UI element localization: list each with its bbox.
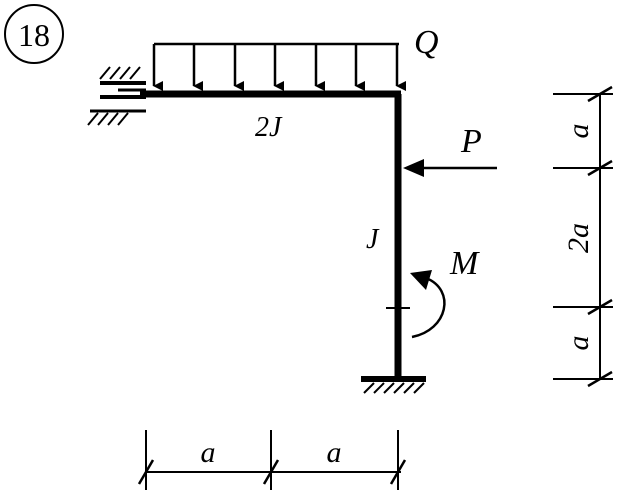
frame-members: [140, 90, 402, 379]
vertical-dimension-label-3: a: [562, 336, 595, 351]
horizontal-dimension: [137, 430, 407, 490]
distributed-load: [152, 42, 406, 91]
moment-m-label: M: [449, 245, 480, 282]
figure-number-badge: 18: [4, 4, 64, 64]
vertical-dimension-label-2: 2a: [562, 223, 595, 253]
load-p-label: P: [460, 123, 482, 160]
horizontal-dimension-label-1: a: [201, 436, 216, 469]
horizontal-dimension-label-2: a: [327, 436, 342, 469]
vertical-dimension: [553, 85, 613, 388]
point-load: [403, 159, 497, 177]
vertical-dimension-label-1: a: [562, 124, 595, 139]
figure-number: 18: [18, 17, 50, 53]
beam-stiffness-label: 2J: [255, 112, 283, 143]
load-q-label: Q: [414, 24, 439, 61]
moment-load: [386, 270, 446, 339]
left-support: [87, 66, 146, 126]
bottom-support: [361, 376, 426, 394]
column-stiffness-label: J: [366, 224, 380, 255]
